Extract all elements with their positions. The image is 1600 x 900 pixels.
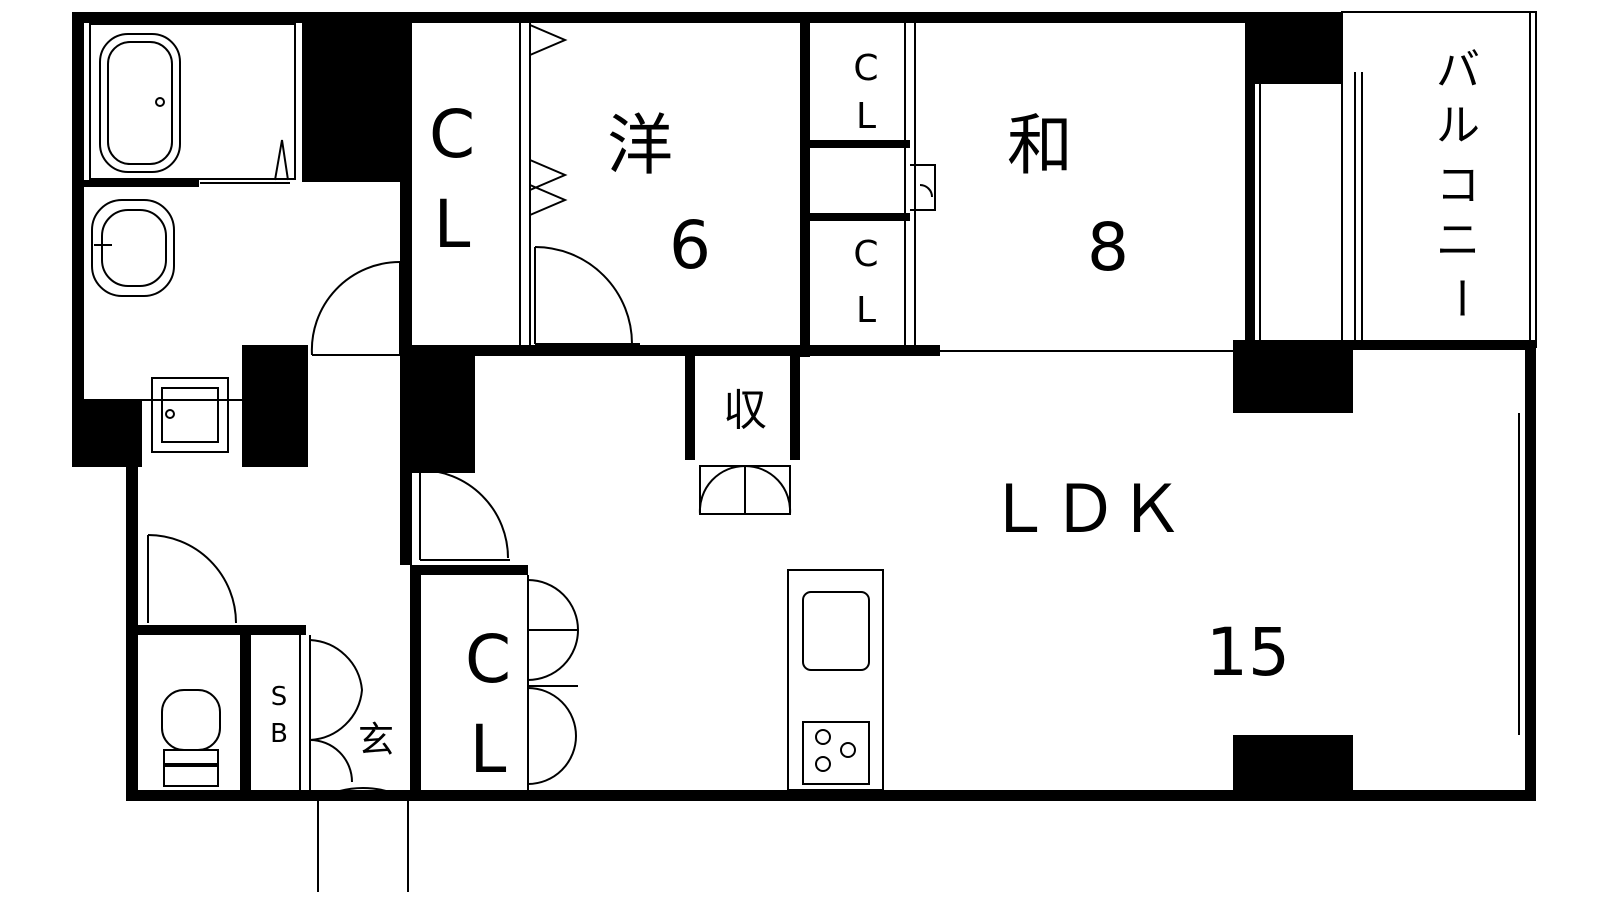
japanese-room-size: 8: [1087, 209, 1129, 286]
closet-japanese-upper-l: L: [856, 96, 876, 137]
japanese-room-kanji: 和: [1007, 107, 1073, 184]
closet-western-c: C: [429, 96, 475, 173]
sink-icon: [802, 591, 870, 671]
ldk-door-arc: [419, 469, 509, 559]
closet-western-l: L: [434, 186, 471, 263]
closet-entrance-c: C: [465, 621, 511, 698]
toilet-icon: [161, 689, 221, 751]
balcony-char-1: バ: [1436, 45, 1480, 96]
western-room-kanji: 洋: [607, 107, 673, 184]
ldk-size: 15: [1206, 614, 1290, 691]
bath-area: [89, 23, 296, 180]
washing-machine-icon: [151, 377, 229, 453]
fixtures: [84, 11, 1537, 892]
western-door-arc: [534, 246, 633, 345]
balcony-outline: [1341, 11, 1537, 348]
closet-japanese-lower-c: C: [853, 234, 878, 275]
washbasin-icon: [91, 199, 175, 297]
labels: C L 洋 6 C L C L 和 8 バ ル コ ニ ー 収 ＬＤＫ 15 C…: [270, 45, 1486, 788]
balcony-char-3: コ: [1436, 160, 1480, 211]
shoebox-b: B: [270, 719, 288, 749]
ldk-label: ＬＤＫ: [986, 471, 1184, 548]
stove-icon: [802, 721, 870, 785]
balcony-char-5: ー: [1435, 276, 1486, 320]
western-room-size: 6: [669, 207, 711, 284]
closet-japanese-lower-l: L: [856, 290, 876, 331]
balcony-char-2: ル: [1436, 100, 1480, 151]
closet-japanese-upper-c: C: [853, 48, 878, 89]
storage-label: 収: [723, 385, 767, 436]
shoebox-s: S: [271, 682, 288, 712]
walls: [72, 12, 1536, 801]
bathtub-icon: [99, 33, 181, 173]
kitchen-counter: [787, 569, 884, 791]
closet-entrance-l: L: [470, 711, 507, 788]
balcony-char-4: ニ: [1436, 215, 1480, 266]
entrance-label: 玄: [358, 720, 394, 761]
